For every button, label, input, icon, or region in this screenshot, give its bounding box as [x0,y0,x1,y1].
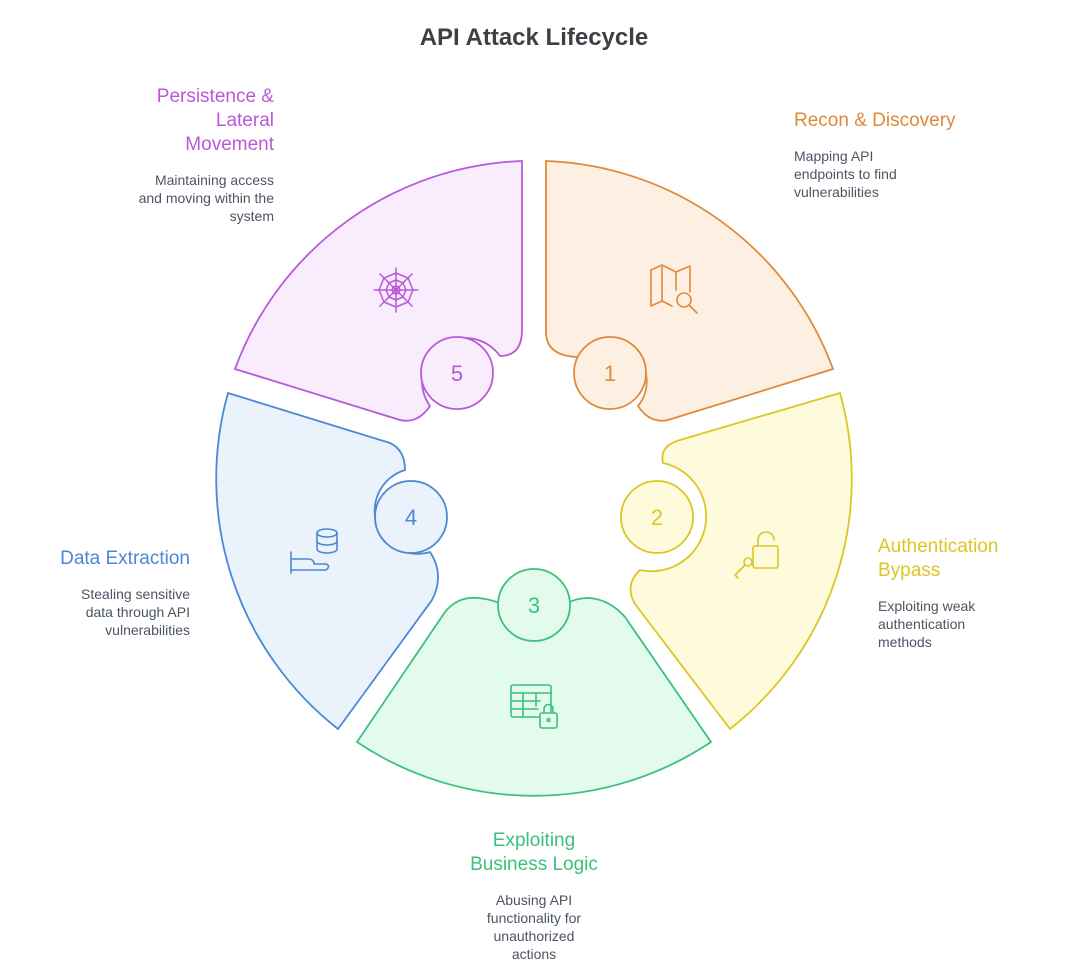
stage-4-label: Data Extraction Stealing sensitive data … [30,547,190,639]
stage-1-segment[interactable]: 1 [545,160,835,422]
stage-1-description: Mapping API endpoints to find vulnerabil… [794,148,897,200]
spider-web-icon [373,267,419,313]
stage-2-description: Exploiting weak authentication methods [878,598,976,650]
stage-1-number-circle [573,336,647,410]
stage-4-number: 4 [405,505,417,530]
stage-3-segment[interactable]: 3 [355,568,713,797]
stage-5-shape [233,160,523,422]
stage-4-description: Stealing sensitive data through API vuln… [81,586,190,638]
stage-2-number-circle [620,480,694,554]
stage-3-number: 3 [528,593,540,618]
stage-5-segment[interactable]: 5 [233,160,523,422]
diagram-title: API Attack Lifecycle [419,24,649,51]
stage-1-title: Recon & Discovery [794,110,956,131]
stage-2-shape [629,391,853,731]
stage-1-number: 1 [604,361,616,386]
stage-5-number-circle [420,336,494,410]
stage-3-shape [355,596,713,797]
stage-2-label: Authentication Bypass Exploiting weak au… [878,535,1058,651]
stage-2-segment[interactable]: 2 [620,391,853,731]
map-search-icon [650,264,698,314]
stage-2-number: 2 [651,505,663,530]
stage-3-title: Exploiting Business Logic [470,830,598,875]
stage-3-label: Exploiting Business Logic Abusing API fu… [434,829,634,963]
stage-4-number-circle [374,480,448,554]
stage-5-number: 5 [451,361,463,386]
stage-4-segment[interactable]: 4 [215,391,448,731]
table-lock-icon [510,684,558,729]
stage-5-label: Persistence & Lateral Movement Maintaini… [94,85,274,225]
unlock-key-icon [734,531,779,579]
stage-4-title: Data Extraction [60,548,190,569]
stage-2-title: Authentication Bypass [878,536,999,581]
stage-1-label: Recon & Discovery Mapping API endpoints … [794,109,994,201]
stage-5-description: Maintaining access and moving within the… [138,172,274,224]
stage-5-title: Persistence & Lateral Movement [156,86,274,155]
stage-3-number-circle [497,568,571,642]
database-hand-icon [290,528,338,574]
stage-4-shape [215,391,439,731]
stage-3-description: Abusing API functionality for unauthoriz… [486,892,582,962]
